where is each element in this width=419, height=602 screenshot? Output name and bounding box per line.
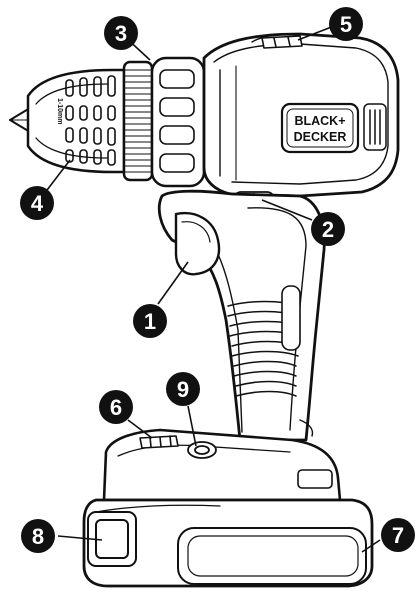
callout-9: 9 bbox=[166, 372, 200, 406]
svg-text:6: 6 bbox=[110, 395, 122, 420]
callout-3: 3 bbox=[104, 16, 138, 50]
leader-line-1 bbox=[157, 261, 189, 305]
svg-text:5: 5 bbox=[340, 12, 352, 37]
clutch-collar bbox=[122, 56, 206, 188]
leader-line-5 bbox=[297, 25, 335, 41]
clutch-collar-knurling bbox=[123, 69, 153, 173]
leader-line-6 bbox=[127, 419, 153, 439]
battery-pack bbox=[82, 428, 374, 588]
callout-2: 2 bbox=[311, 212, 345, 246]
battery-grip-panel bbox=[177, 527, 367, 585]
battery-release-button bbox=[87, 511, 137, 567]
leader-line-9 bbox=[187, 405, 197, 447]
callout-6: 6 bbox=[99, 390, 133, 424]
drill-illustration: 1-10mm bbox=[9, 32, 400, 588]
charge-indicator bbox=[139, 435, 179, 449]
callout-8: 8 bbox=[21, 519, 55, 553]
trigger bbox=[174, 211, 221, 276]
clutch-collar-tabs bbox=[159, 69, 195, 173]
brand-logo-line1: BLACK+ bbox=[294, 114, 345, 128]
leader-line-2 bbox=[261, 199, 313, 221]
chuck-marking: 1-10mm bbox=[56, 98, 63, 124]
svg-text:1: 1 bbox=[144, 309, 156, 334]
chuck-grip-ribs bbox=[65, 75, 116, 166]
leader-line-7 bbox=[361, 539, 381, 553]
charge-button bbox=[187, 441, 217, 459]
callout-4: 4 bbox=[20, 186, 54, 220]
callout-5: 5 bbox=[329, 7, 363, 41]
callouts: 1 2 3 4 5 6 7 8 bbox=[20, 7, 415, 553]
svg-text:8: 8 bbox=[32, 524, 44, 549]
housing-vents bbox=[363, 103, 387, 151]
gear-selector bbox=[261, 35, 303, 49]
grip-ribs bbox=[227, 300, 301, 397]
callout-1: 1 bbox=[133, 304, 167, 338]
leader-line-8 bbox=[57, 535, 103, 541]
chuck: 1-10mm bbox=[26, 68, 126, 174]
leader-line-4 bbox=[43, 159, 71, 195]
callout-7: 7 bbox=[381, 518, 415, 552]
svg-text:3: 3 bbox=[115, 21, 127, 46]
brand-logo-line2: DECKER bbox=[294, 130, 347, 144]
svg-text:4: 4 bbox=[31, 191, 44, 216]
svg-text:7: 7 bbox=[392, 523, 404, 548]
svg-text:9: 9 bbox=[177, 377, 189, 402]
svg-text:2: 2 bbox=[322, 217, 334, 242]
brand-badge: BLACK+ DECKER bbox=[280, 102, 360, 154]
